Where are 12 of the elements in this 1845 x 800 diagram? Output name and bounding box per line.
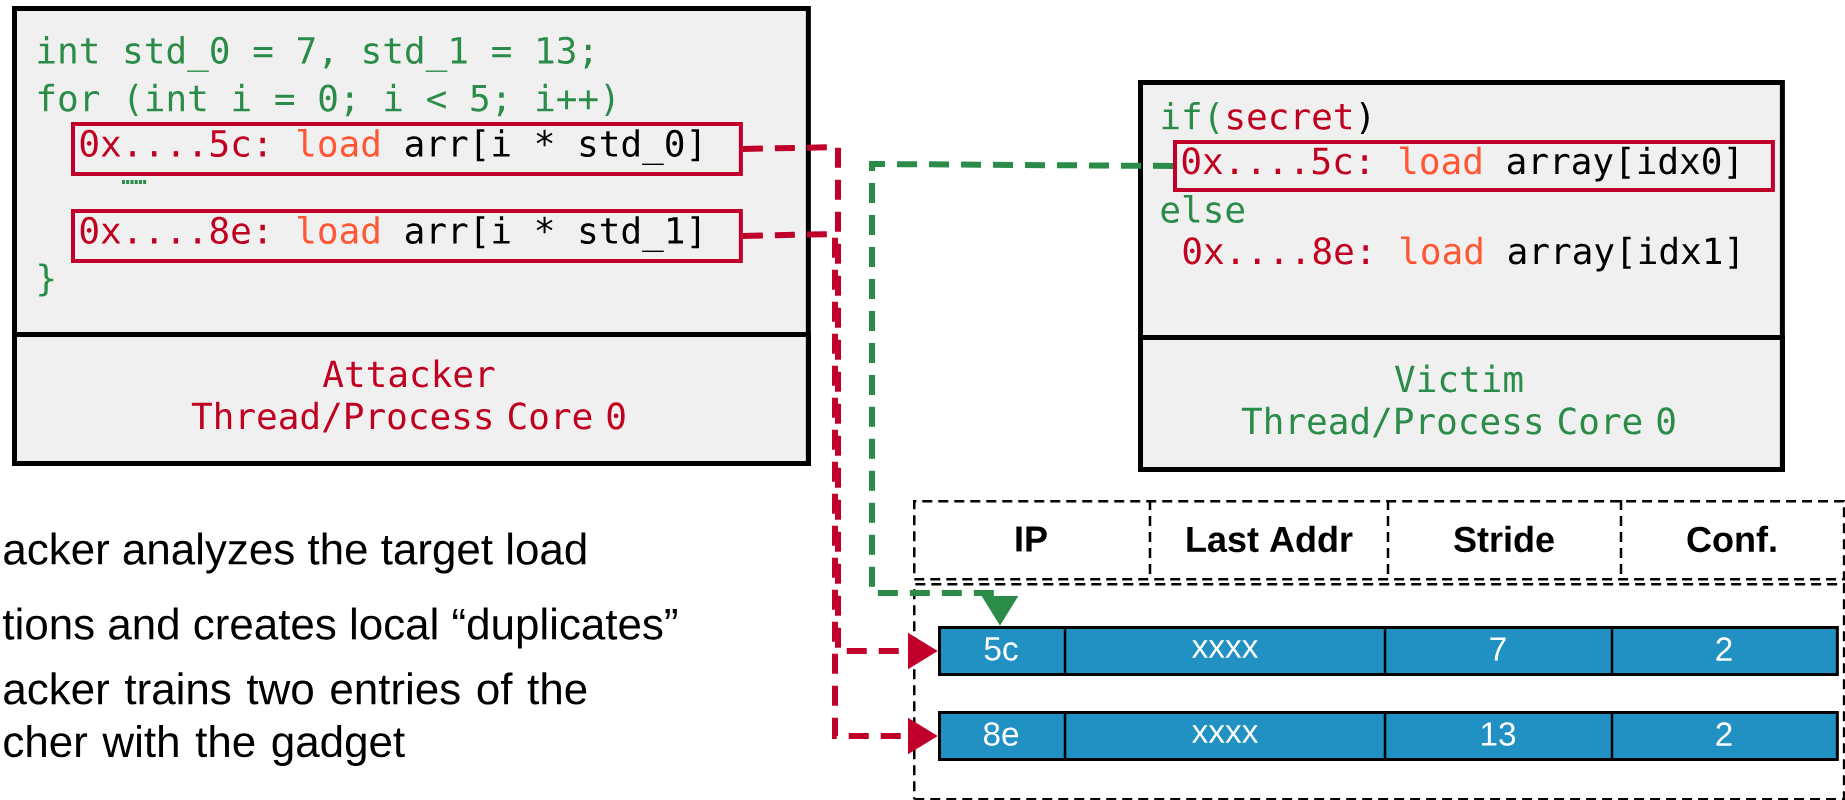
bullet-text: acker analyzes the target load bbox=[4, 532, 586, 574]
thread-label-box: Attacker Thread/Process Core 0 bbox=[12, 332, 811, 466]
thread-label-box: Victim Thread/Process Core 0 bbox=[1138, 335, 1785, 472]
highlight-box: 0x....8e: load arr[i * std_1] bbox=[71, 209, 743, 263]
bullet-text: tions and creates local “duplicates” bbox=[3, 607, 677, 649]
table-header: IP Last Addr Stride Conf. bbox=[913, 500, 1845, 581]
table-row: 8e xxxx 13 2 bbox=[938, 711, 1839, 761]
highlight-box: 0x....5c: load arr[i * std_0] bbox=[71, 122, 743, 176]
table-row: 5c xxxx 7 2 bbox=[938, 626, 1839, 676]
bullet-text: acker trains two entries of the cher with the gadget bbox=[4, 672, 587, 766]
highlight-box: 0x....5c: load array[idx0] bbox=[1173, 140, 1775, 192]
table-body bbox=[913, 583, 1845, 800]
